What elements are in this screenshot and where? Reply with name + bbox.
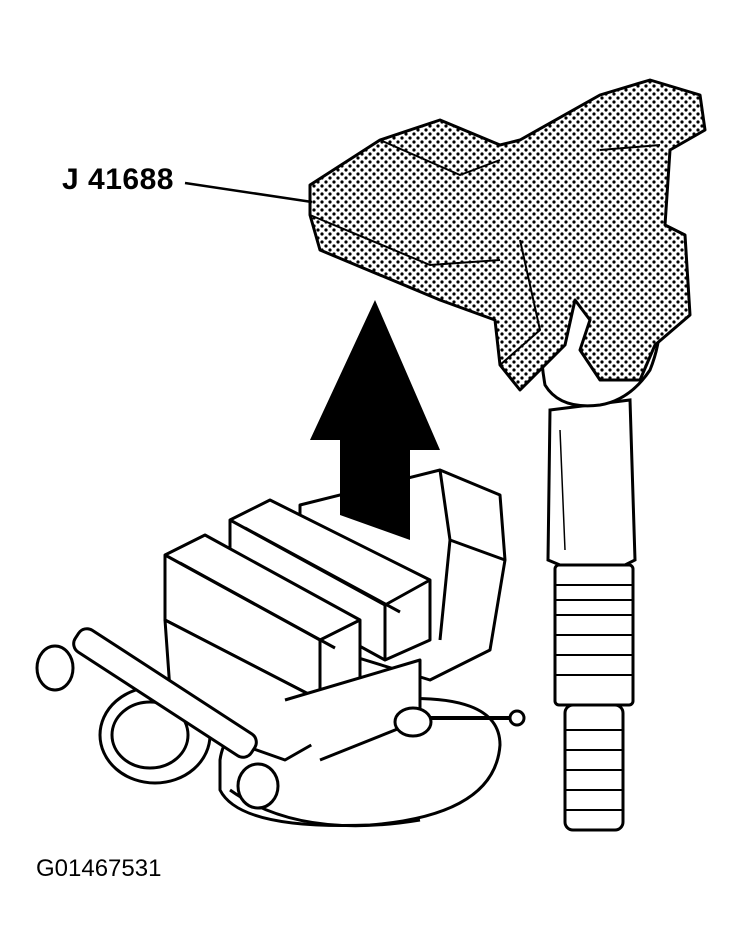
bench-vice [35, 468, 526, 828]
tie-rod-shaft [546, 398, 637, 567]
tie-rod-threaded-tip [563, 703, 625, 832]
tool-callout-label: J 41688 [62, 163, 174, 196]
arrow-up-icon [310, 300, 440, 540]
vice-handle-bar [72, 627, 258, 759]
figure-code: G01467531 [36, 855, 162, 882]
callout-leader-line [184, 181, 313, 204]
j41688-tool [308, 78, 707, 392]
vice-lock-knob [508, 709, 526, 727]
tool-body [308, 78, 707, 392]
vice-handle-knob-right [236, 762, 280, 810]
vice-lock-nut [393, 706, 433, 738]
vice-handle-knob-left [35, 644, 75, 692]
